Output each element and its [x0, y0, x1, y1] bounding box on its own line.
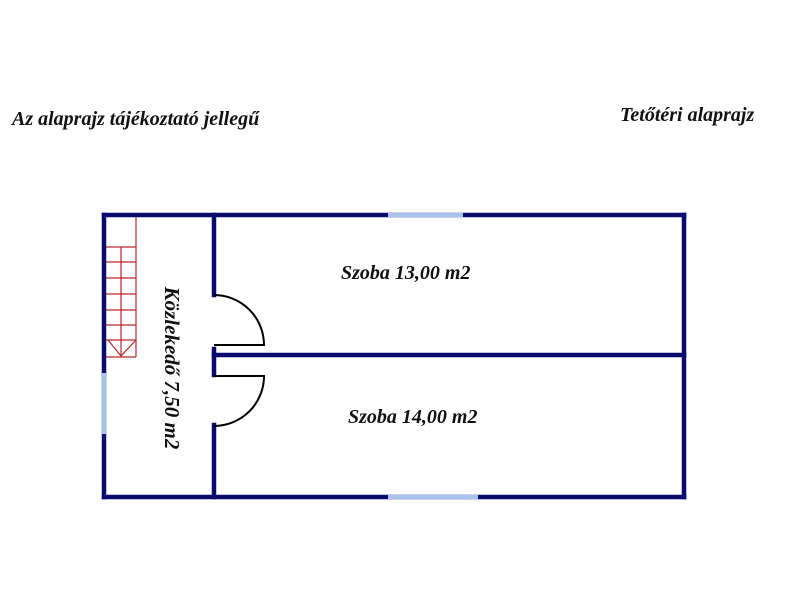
plan-title: Tetőtéri alaprajz: [620, 104, 755, 126]
door-upper: [213, 294, 266, 346]
doors: [213, 294, 266, 427]
stairs: [106, 215, 137, 358]
room-label-room-1: Szoba 13,00 m2: [341, 262, 470, 284]
disclaimer-note: Az alaprajz tájékoztató jellegű: [12, 108, 260, 130]
room-label-corridor: Közlekedő 7,50 m2: [160, 286, 184, 450]
door-lower: [213, 375, 266, 427]
room-label-room-2: Szoba 14,00 m2: [348, 406, 477, 428]
walls: [101, 212, 687, 500]
windows: [101, 212, 478, 500]
